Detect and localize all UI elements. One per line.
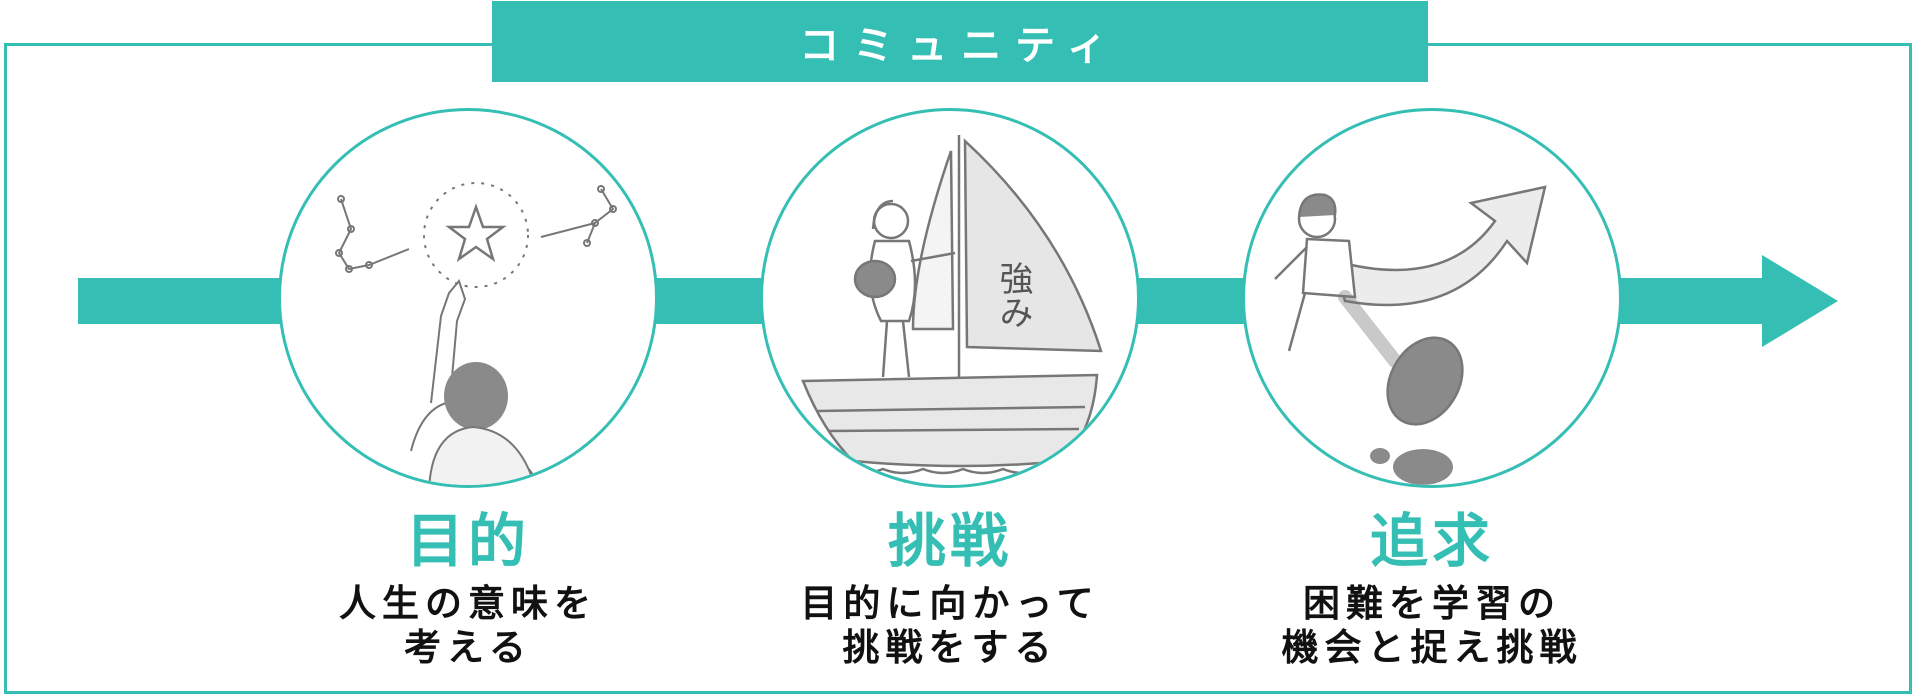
purpose-illustration xyxy=(278,108,658,488)
running-arrow-icon xyxy=(1274,185,1547,485)
step-challenge: 強み 挑戦 目的に向かって 挑戦をする xyxy=(750,108,1150,670)
description-line: 目的に向かって xyxy=(800,582,1100,625)
step-description: 人生の意味を 考える xyxy=(268,582,668,670)
step-title: 目的 xyxy=(405,507,530,575)
step-title: 挑戦 xyxy=(887,507,1012,575)
step-description: 困難を学習の 機会と捉え挑戦 xyxy=(1232,582,1632,670)
description-line: 機会と捉え挑戦 xyxy=(1281,626,1583,669)
description-line: 人生の意味を xyxy=(339,582,597,625)
pursuit-illustration xyxy=(1242,108,1622,488)
step-description: 目的に向かって 挑戦をする xyxy=(750,582,1150,670)
banner-label: コミュニティ xyxy=(799,22,1121,69)
description-line: 挑戦をする xyxy=(842,626,1058,669)
description-line: 困難を学習の xyxy=(1303,582,1561,625)
step-pursuit: 追求 困難を学習の 機会と捉え挑戦 xyxy=(1232,108,1632,670)
community-banner: コミュニティ xyxy=(492,1,1428,82)
sailboat-icon: 強み xyxy=(801,135,1103,475)
sail-label: 強み xyxy=(993,261,1033,329)
step-purpose: 目的 人生の意味を 考える xyxy=(268,108,668,670)
constellation-pointing-icon xyxy=(335,182,617,485)
challenge-illustration: 強み xyxy=(760,108,1140,488)
description-line: 考える xyxy=(404,626,532,669)
step-title: 追求 xyxy=(1369,507,1494,575)
